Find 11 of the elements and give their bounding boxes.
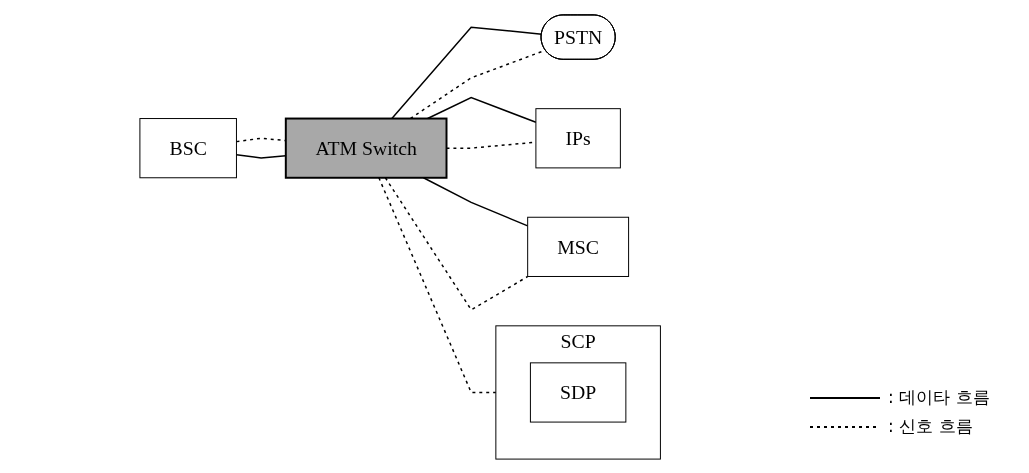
node-box: SDP xyxy=(529,361,627,423)
connector xyxy=(422,176,529,227)
node-box: MSC xyxy=(527,216,629,277)
legend-text: : 데이타 흐름 xyxy=(888,386,990,409)
node-box: IPs xyxy=(535,107,621,168)
connector xyxy=(426,96,537,123)
node-box: BSC xyxy=(139,117,237,178)
node-box: ATM Switch xyxy=(284,117,448,179)
connector xyxy=(384,176,529,311)
connector xyxy=(378,176,497,393)
legend-text: : 신호 흐름 xyxy=(888,415,973,438)
